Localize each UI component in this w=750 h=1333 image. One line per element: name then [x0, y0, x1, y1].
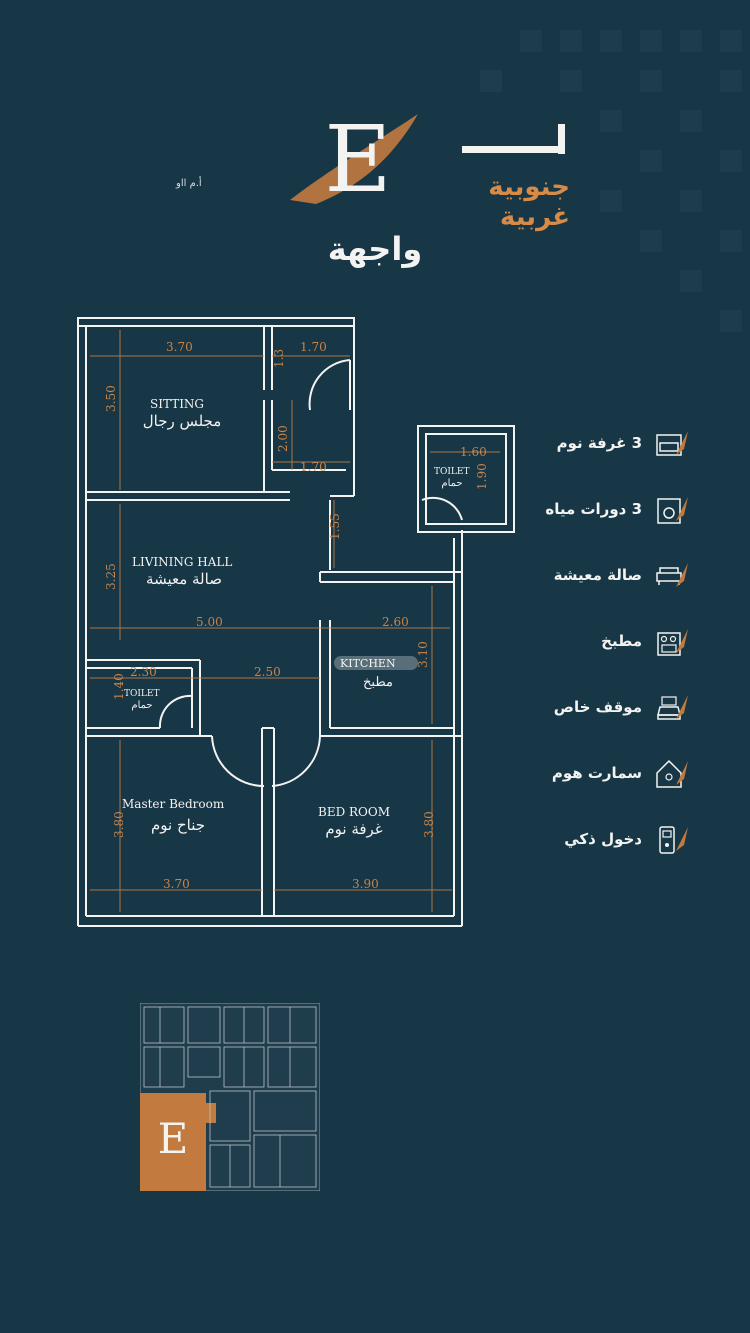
feature-label: دخول ذكي: [564, 830, 642, 848]
key-plan-highlight: [140, 1093, 206, 1191]
dimension-label: 3.10: [416, 641, 430, 668]
feature-item: مطبخ: [490, 608, 690, 674]
door-swing-bed: [271, 735, 321, 787]
room-label-en: TOILET: [434, 467, 470, 477]
feature-item: موقف خاص: [490, 674, 690, 740]
room-label-en: TOILET: [124, 689, 160, 699]
dimension-label: 1.3: [272, 349, 286, 368]
unit-letter: E: [324, 106, 392, 213]
facade-label: واجهة: [327, 230, 423, 268]
door-swing-master: [211, 735, 265, 787]
toilet-box-top: [417, 425, 515, 533]
room-label-ar: حمام: [131, 700, 152, 711]
room-label-en: SITTING: [150, 397, 204, 411]
developer-logo: أ.م ااو: [176, 178, 202, 189]
dimension-label: 1.40: [112, 673, 126, 700]
dimension-label: 3.50: [104, 385, 118, 412]
dimension-label: 3.25: [104, 563, 118, 590]
dimension-label: 2.30: [130, 665, 157, 679]
kitchen-label-bg: [334, 656, 418, 670]
door-swing-1: [308, 359, 351, 411]
dimension-label: 1.70: [300, 340, 327, 354]
feature-item: 3 غرفة نوم: [490, 410, 690, 476]
dimension-label: 5.00: [196, 615, 223, 629]
header: E جنوبية غربية واجهة أ.م ااو: [0, 0, 750, 300]
wall-top: [77, 317, 355, 327]
dimension-label: 2.60: [382, 615, 409, 629]
feature-item: صالة معيشة: [490, 542, 690, 608]
dimension-label: 3.80: [422, 811, 436, 838]
sofa-icon: [656, 563, 688, 587]
door-swing-toilet: [158, 694, 193, 729]
smart-home-icon: [656, 759, 688, 788]
parking-icon: [657, 695, 688, 720]
room-label-ar: جناح نوم: [151, 816, 205, 834]
dimension-label: 1.55: [328, 513, 342, 540]
title-hook: [558, 124, 565, 154]
dimension-label: 1.60: [460, 445, 487, 459]
room-label-ar: حمام: [441, 478, 462, 489]
bedroom-icon: [656, 431, 688, 456]
dimension-label: 3.90: [352, 877, 379, 891]
dimension-label: 1.90: [475, 463, 489, 490]
room-label-en: LIVINING HALL: [132, 555, 232, 569]
dimension-label: 1.70: [300, 460, 327, 474]
feature-label: مطبخ: [601, 632, 642, 650]
feature-label: سمارت هوم: [551, 764, 642, 782]
room-label-ar: مطبخ: [363, 675, 393, 690]
key-plan-letter: E: [158, 1114, 189, 1163]
features-list: 3 غرفة نوم 3 دورات مياه صالة معيشة مطبخ: [490, 410, 690, 872]
bathroom-icon: [657, 497, 688, 524]
orientation-label: جنوبية غربية: [488, 172, 570, 232]
dimension-label: 3.80: [112, 811, 126, 838]
kitchen-icon: [657, 629, 688, 656]
feature-label: صالة معيشة: [553, 566, 642, 584]
room-label-en: KITCHEN: [340, 657, 396, 670]
feature-item: 3 دورات مياه: [490, 476, 690, 542]
dimension-label: 2.00: [276, 425, 290, 452]
room-label-ar: صالة معيشة: [146, 570, 222, 588]
room-label-en: BED ROOM: [318, 805, 390, 819]
room-label-en: Master Bedroom: [122, 797, 225, 811]
feature-item: دخول ذكي: [490, 806, 690, 872]
room-label-ar: غرفة نوم: [325, 820, 382, 838]
key-plan: E: [140, 1003, 320, 1191]
feature-label: موقف خاص: [553, 698, 642, 716]
title-dash: [462, 146, 562, 153]
feature-item: سمارت هوم: [490, 740, 690, 806]
feature-label: 3 غرفة نوم: [556, 434, 642, 452]
logo-swoosh: [290, 114, 418, 204]
dimension-label: 2.50: [254, 665, 281, 679]
dimension-label: 3.70: [166, 340, 193, 354]
smart-entry-icon: [659, 826, 688, 854]
dimension-label: 3.70: [163, 877, 190, 891]
feature-label: 3 دورات مياه: [545, 500, 642, 518]
room-label-ar: مجلس رجال: [143, 412, 222, 430]
